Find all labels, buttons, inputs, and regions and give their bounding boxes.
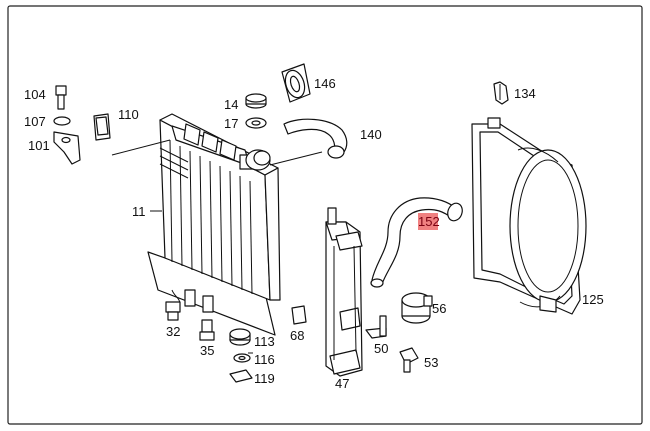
bolt-part-53 bbox=[399, 347, 419, 373]
expansion-tank-part-47 bbox=[325, 207, 363, 377]
label-56: 56 bbox=[432, 301, 446, 316]
plug-part-35 bbox=[199, 319, 215, 341]
drain-screw-part-32 bbox=[165, 289, 181, 321]
highlight-152 bbox=[418, 213, 438, 230]
label-11: 11 bbox=[132, 204, 146, 219]
label-134: 134 bbox=[514, 86, 536, 101]
label-113: 113 bbox=[254, 334, 275, 349]
washer-part-116 bbox=[233, 353, 251, 363]
upper-hose-part-140 bbox=[283, 118, 348, 159]
label-47: 47 bbox=[335, 376, 349, 391]
mount-part-113 bbox=[229, 328, 251, 346]
radiator-fins bbox=[159, 139, 253, 295]
clip-part-68 bbox=[291, 305, 307, 325]
callout-labels: 104 107 101 110 14 17 146 140 134 11 152… bbox=[24, 76, 604, 391]
label-116: 116 bbox=[254, 352, 275, 367]
label-14: 14 bbox=[224, 97, 238, 112]
washer-part-107 bbox=[53, 116, 71, 126]
clip-part-119 bbox=[229, 369, 253, 383]
sleeve-part-146 bbox=[281, 63, 311, 103]
label-110: 110 bbox=[118, 107, 139, 122]
cap-part-14 bbox=[245, 93, 267, 109]
lower-hose-part-152 bbox=[370, 197, 463, 288]
label-140: 140 bbox=[360, 127, 382, 142]
rubber-mount-part-110 bbox=[93, 113, 111, 141]
label-53: 53 bbox=[424, 355, 438, 370]
diagram-border bbox=[7, 5, 643, 425]
label-50: 50 bbox=[374, 341, 388, 356]
label-17: 17 bbox=[224, 116, 238, 131]
label-68: 68 bbox=[290, 328, 304, 343]
bracket-part-101 bbox=[53, 131, 81, 165]
label-101: 101 bbox=[28, 138, 50, 153]
label-152: 152 bbox=[418, 214, 440, 229]
bolt-part-104 bbox=[55, 85, 67, 110]
label-35: 35 bbox=[200, 343, 214, 358]
fan-shroud-part-125 bbox=[471, 117, 587, 315]
bracket-part-50 bbox=[365, 315, 387, 339]
clip-part-134 bbox=[493, 81, 509, 105]
seal-part-17 bbox=[245, 117, 267, 129]
label-146: 146 bbox=[314, 76, 336, 91]
label-107: 107 bbox=[24, 114, 46, 129]
label-104: 104 bbox=[24, 87, 46, 102]
radiator-assembly bbox=[147, 113, 281, 336]
label-32: 32 bbox=[166, 324, 180, 339]
label-125: 125 bbox=[582, 292, 604, 307]
label-119: 119 bbox=[254, 371, 275, 386]
hose-clamp-part-56 bbox=[401, 292, 433, 324]
